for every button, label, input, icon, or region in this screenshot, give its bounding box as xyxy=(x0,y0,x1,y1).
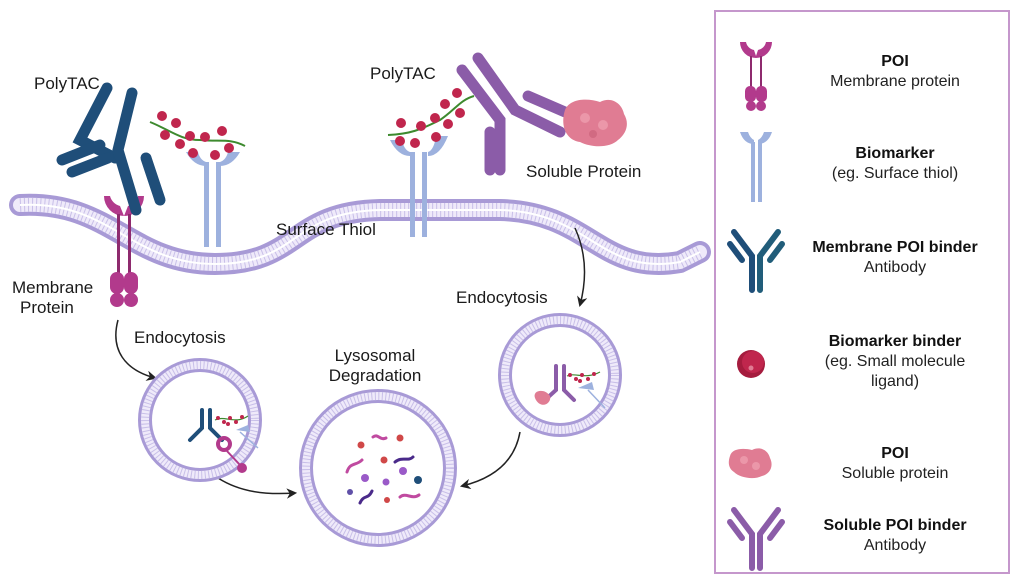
legend-title: Membrane POI binder xyxy=(812,239,978,256)
legend-item-soluble-antibody: Soluble POI binder Antibody xyxy=(716,496,1008,576)
legend-subtitle: Soluble protein xyxy=(841,465,949,482)
soluble-poi xyxy=(563,99,627,147)
membrane-poi-icon xyxy=(740,42,772,111)
soluble-poi-icon xyxy=(728,448,772,479)
polytac-right-label: PolyTAC xyxy=(370,64,436,83)
legend: POI Membrane protein Biomarker (eg. Surf… xyxy=(714,10,1010,574)
legend-subtitle: Antibody xyxy=(863,259,927,276)
endocytosis-right-label: Endocytosis xyxy=(456,288,548,307)
biomarker-right xyxy=(390,136,448,237)
biomarker-icon xyxy=(740,132,772,202)
biomarker-left xyxy=(186,152,240,247)
legend-title: Biomarker binder xyxy=(828,333,962,350)
surface-thiol-label: Surface Thiol xyxy=(276,220,376,239)
legend-item-membrane-poi: POI Membrane protein xyxy=(716,32,1008,112)
legend-title: POI xyxy=(881,53,909,70)
arrow-left-to-lysosome xyxy=(217,477,298,499)
arrow-right-endocytosis xyxy=(574,227,588,308)
polytac-left-label: PolyTAC xyxy=(34,74,100,93)
membrane-antibody-icon xyxy=(727,229,785,293)
endosome-right xyxy=(498,313,622,437)
legend-title: POI xyxy=(881,445,909,462)
lysosomal-label-line1: Lysosomal xyxy=(334,346,416,365)
polymer-left xyxy=(149,111,246,160)
endocytosis-left-label: Endocytosis xyxy=(134,328,226,347)
polymer-right xyxy=(387,88,475,148)
soluble-antibody-icon xyxy=(727,507,785,571)
membrane-protein-label-line2: Protein xyxy=(20,298,74,317)
biomarker-binder-icon xyxy=(737,350,765,378)
membrane-protein-label-line1: Membrane xyxy=(12,278,94,297)
legend-item-membrane-antibody: Membrane POI binder Antibody xyxy=(716,218,1008,298)
lysosome xyxy=(299,389,457,547)
cell-membrane xyxy=(9,193,711,276)
membrane-antibody xyxy=(56,82,166,216)
arrow-left-endocytosis xyxy=(115,319,158,381)
soluble-antibody xyxy=(456,52,571,176)
legend-subtitle: Antibody xyxy=(863,537,927,554)
legend-subtitle: (eg. Surface thiol) xyxy=(831,165,959,182)
legend-title: Biomarker xyxy=(855,145,935,162)
legend-item-biomarker-binder: Biomarker binder (eg. Small molecule lig… xyxy=(716,322,1008,402)
endosome-left xyxy=(138,358,262,482)
lysosomal-label-line2: Degradation xyxy=(328,366,422,385)
legend-item-soluble-poi: POI Soluble protein xyxy=(716,424,1008,504)
legend-subtitle: Membrane protein xyxy=(830,73,960,90)
legend-subtitle: (eg. Small molecule ligand) xyxy=(824,353,966,390)
legend-item-biomarker: Biomarker (eg. Surface thiol) xyxy=(716,124,1008,204)
legend-title: Soluble POI binder xyxy=(823,517,967,534)
arrow-right-to-lysosome xyxy=(459,431,521,490)
soluble-protein-label: Soluble Protein xyxy=(526,162,642,181)
